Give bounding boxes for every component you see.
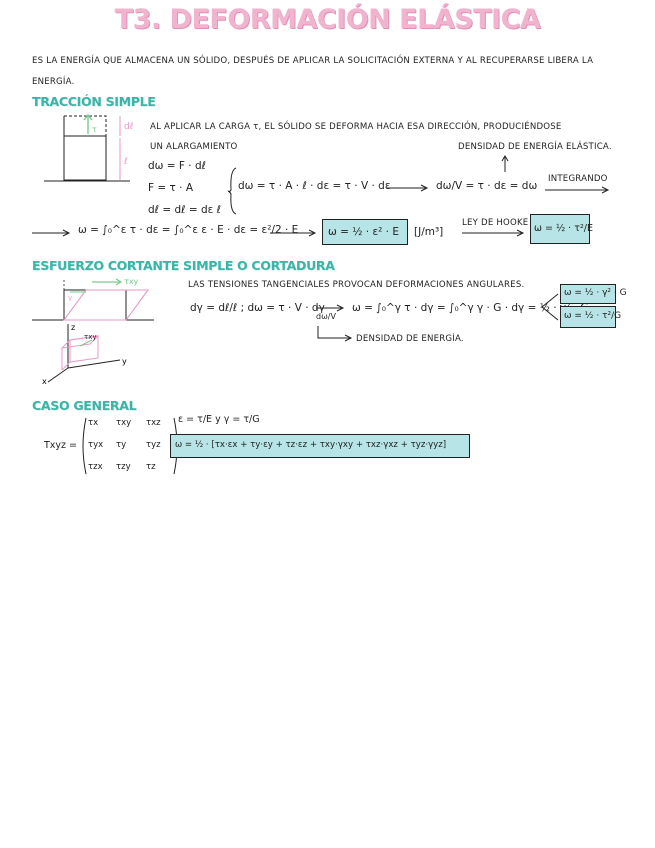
- eq-cortante-main: dγ = dℓ/ℓ ; dω = τ · V · dγ: [190, 302, 325, 314]
- stress-cube-diagram: z y x τxy: [42, 323, 127, 386]
- units-label: [J/m³]: [414, 226, 444, 238]
- general-relation: ε = τ/E y γ = τ/G: [178, 414, 260, 425]
- arrow-right-icon: [316, 304, 345, 312]
- shear-diagram: τxy γ: [32, 277, 154, 321]
- matrix-cell: τxz: [146, 418, 161, 428]
- matrix-cell: τy: [116, 440, 127, 450]
- traccion-text-2: UN ALARGAMIENTO: [150, 142, 238, 152]
- general-result-box: ω = ½ · [τx·εx + τy·εy + τz·εz + τxy·γxy…: [170, 434, 470, 458]
- axis-y-label: y: [122, 357, 127, 366]
- arrow-up-icon: [501, 155, 509, 172]
- matrix-cell: τyz: [146, 440, 161, 450]
- eq-cortante-int: ω = ∫₀^γ τ · dγ = ∫₀^γ γ · G · dγ = ½ · …: [352, 302, 589, 314]
- arrow-right-icon: [545, 186, 610, 194]
- eq-dw-v: dω/V = τ · dε = dω: [436, 180, 538, 192]
- integrando-label: INTEGRANDO: [548, 174, 608, 184]
- traction-diagram: τ dℓ ℓ: [44, 113, 133, 182]
- eq-F: F = τ · A: [148, 182, 194, 194]
- arrow-right-icon: [32, 229, 71, 237]
- eq-dl: dℓ = dℓ = dε ℓ: [148, 204, 221, 216]
- hooke-label: LEY DE HOOKE: [462, 218, 529, 228]
- section-heading-traccion: TRACCIÓN SIMPLE: [32, 94, 156, 109]
- section-heading-general: CASO GENERAL: [32, 398, 137, 413]
- eq-dw-full: dω = τ · A · ℓ · dε = τ · V · dε: [238, 180, 391, 192]
- cortante-text: LAS TENSIONES TANGENCIALES PROVOCAN DEFO…: [188, 280, 525, 290]
- cortante-result-1: ω = ½ · γ² · G: [564, 288, 627, 298]
- brace-icon: [227, 167, 237, 215]
- eq-dw: dω = F · dℓ: [148, 160, 206, 172]
- shear-txy-label: τxy: [124, 277, 139, 286]
- arrow-right-icon: [462, 229, 525, 237]
- section-heading-cortante: ESFUERZO CORTANTE SIMPLE O CORTADURA: [32, 258, 335, 273]
- traccion-text-1: AL APLICAR LA CARGA τ, EL SÓLIDO SE DEFO…: [150, 122, 562, 132]
- intro-line-2: ENERGÍA.: [32, 77, 75, 87]
- intro-line-1: ES LA ENERGÍA QUE ALMACENA UN SÓLIDO, DE…: [32, 56, 594, 66]
- arrow-right-icon: [386, 184, 429, 192]
- density-energy-label: DENSIDAD DE ENERGÍA.: [356, 334, 464, 344]
- result-box-3: ω = ½ · γ² · G: [560, 284, 627, 304]
- matrix-cell: τzy: [116, 462, 131, 472]
- axis-x-label: x: [42, 377, 47, 386]
- result-1: ω = ½ · ε² · E: [328, 226, 399, 238]
- result-box-4: ω = ½ · τ²/G: [560, 306, 621, 328]
- matrix-cell: τz: [146, 462, 156, 472]
- arrow-right-icon: [270, 229, 317, 237]
- matrix-cell: τzx: [88, 462, 103, 472]
- cortante-result-2: ω = ½ · τ²/G: [564, 311, 622, 321]
- result-2: ω = ½ · τ²/E: [534, 223, 593, 234]
- result-box-1: ω = ½ · ε² · E: [322, 219, 408, 245]
- svg-text:dℓ: dℓ: [124, 122, 133, 132]
- svg-text:γ: γ: [68, 294, 72, 302]
- cortante-dw-v: dω/V: [316, 312, 336, 321]
- branch-arrows-icon: [541, 293, 559, 321]
- axis-z-label: z: [71, 323, 75, 332]
- svg-text:τxy: τxy: [84, 333, 97, 341]
- page-title: T3. DEFORMACIÓN ELÁSTICA: [114, 4, 541, 35]
- density-label: DENSIDAD DE ENERGÍA ELÁSTICA.: [458, 142, 612, 152]
- svg-text:ℓ: ℓ: [123, 157, 128, 167]
- matrix-cell: τxy: [116, 418, 132, 428]
- result-box-2: ω = ½ · τ²/E: [530, 214, 593, 244]
- matrix-cell: τx: [88, 418, 99, 428]
- matrix-cell: τyx: [88, 440, 104, 450]
- general-result: ω = ½ · [τx·εx + τy·εy + τz·εz + τxy·γxy…: [175, 440, 447, 450]
- svg-text:τ: τ: [92, 125, 97, 134]
- eq-omega: ω = ∫₀^ε τ · dε = ∫₀^ε ε · E · dε = ε²/2…: [78, 224, 299, 236]
- arrow-return-icon: [317, 326, 353, 342]
- tensor-label: Txyz =: [44, 440, 78, 451]
